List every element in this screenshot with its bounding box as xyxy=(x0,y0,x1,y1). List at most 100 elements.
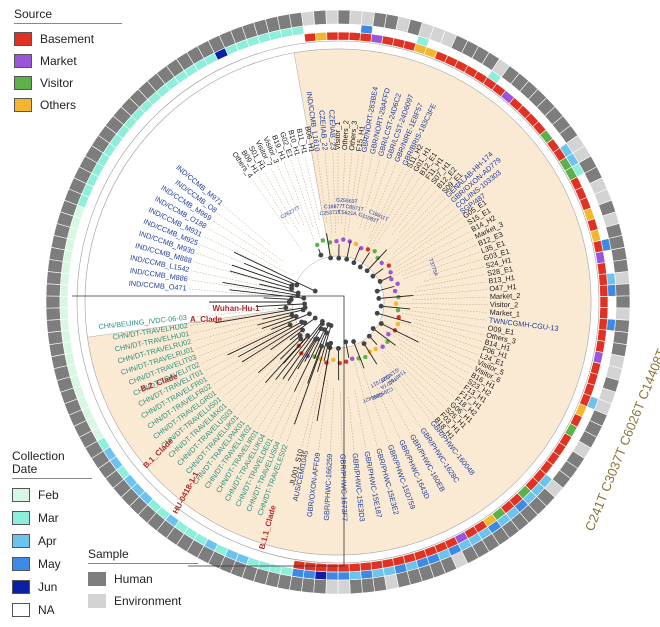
source-marker xyxy=(395,308,401,313)
swatch-na xyxy=(12,602,30,617)
legend-item-jun: Jun xyxy=(12,575,92,598)
sample-ring-cell xyxy=(45,295,61,309)
sample-ring-cell xyxy=(301,10,316,27)
source-legend-title: Source xyxy=(14,7,53,21)
tip-connector xyxy=(424,266,484,282)
tip-connector xyxy=(212,338,284,385)
source-marker xyxy=(365,247,371,252)
node-dot xyxy=(328,340,334,346)
sample-ring-cell xyxy=(45,307,61,321)
node-dot xyxy=(377,279,383,284)
date-ring-cell xyxy=(59,284,69,297)
source-ring-cell xyxy=(595,251,606,265)
legend-label: May xyxy=(38,556,61,571)
source-ring-cell xyxy=(70,251,81,265)
annotation-rings xyxy=(45,9,631,595)
date-ring-cell xyxy=(348,570,362,581)
source-ring-cell xyxy=(348,31,361,42)
tip-connector xyxy=(414,281,487,292)
date-ring-cell xyxy=(314,570,328,581)
tip-label: Market_2 xyxy=(490,291,521,301)
source-marker xyxy=(320,238,326,243)
node-dot xyxy=(307,311,312,317)
node-dot xyxy=(361,341,367,347)
date-ring-cell xyxy=(360,569,374,580)
sample-ring-cell xyxy=(615,283,631,297)
source-marker xyxy=(359,245,364,251)
tip-connector xyxy=(304,155,320,220)
node-dot xyxy=(300,327,306,333)
tip-connector xyxy=(193,321,264,342)
legend-label: Feb xyxy=(38,487,59,502)
tip-connector xyxy=(369,167,404,238)
node-dot xyxy=(312,288,318,294)
swatch-jun xyxy=(12,579,30,594)
source-ring-cell xyxy=(315,562,328,573)
source-marker xyxy=(396,314,401,320)
sample-ring-cell xyxy=(615,295,631,309)
date-ring-cell xyxy=(60,318,70,332)
node-dot xyxy=(287,322,293,328)
legend-item-may: May xyxy=(12,552,92,575)
mutation-branch-label: C8571T xyxy=(345,204,365,213)
node-dot xyxy=(378,321,384,326)
tip-connector xyxy=(204,333,277,372)
tip-connector xyxy=(217,335,293,392)
legend-item-na: NA xyxy=(12,598,92,621)
tip-label: O47_H1 xyxy=(489,282,517,293)
tip-connector xyxy=(389,193,443,249)
date-ring-cell xyxy=(607,307,617,320)
node-dot xyxy=(313,336,318,342)
source-marker xyxy=(393,301,399,306)
legend-item-basement: Basement xyxy=(14,28,122,50)
tip-connector xyxy=(363,160,389,230)
tip-connector xyxy=(212,220,278,263)
source-ring-cell xyxy=(599,284,609,297)
tip-connector xyxy=(193,261,279,286)
source-marker xyxy=(315,242,320,248)
source-ring-cell xyxy=(281,35,295,47)
tip-connector xyxy=(411,213,460,249)
tip-connector xyxy=(359,158,381,229)
sample-ring-cell xyxy=(612,259,629,274)
tip-connector xyxy=(311,154,322,210)
date-ring-cell xyxy=(326,571,339,581)
node-dot xyxy=(318,252,324,258)
legend-item-others: Others xyxy=(14,94,122,116)
tip-connector xyxy=(189,279,280,294)
tip-connector xyxy=(383,384,411,434)
source-marker xyxy=(343,359,349,364)
tip-connector xyxy=(188,288,269,297)
source-ring-cell xyxy=(68,273,78,286)
source-ring-cell xyxy=(326,563,339,573)
sample-ring-cell xyxy=(46,271,62,285)
date-ring-cell xyxy=(606,318,616,332)
legend-label: NA xyxy=(38,602,55,617)
sample-ring-cell xyxy=(325,579,339,595)
node-dot xyxy=(351,339,356,344)
sample-ring-cell xyxy=(325,9,339,25)
tip-connector xyxy=(277,164,305,226)
clade-frame xyxy=(72,295,345,567)
source-ring-cell xyxy=(598,318,608,331)
tip-connector xyxy=(347,153,360,232)
node-dot xyxy=(289,283,295,289)
mutation-branch-label: C5621A xyxy=(338,210,358,218)
tip-label: Others_3 xyxy=(347,120,359,151)
tip-connector xyxy=(395,217,463,264)
source-marker xyxy=(341,237,346,242)
source-marker xyxy=(334,239,339,244)
node-dot xyxy=(370,326,376,331)
source-marker xyxy=(386,263,392,268)
tip-connector xyxy=(324,152,333,233)
tip-connector xyxy=(359,360,390,444)
tip-connector xyxy=(413,307,488,313)
node-dot xyxy=(378,303,384,309)
source-marker xyxy=(395,281,400,286)
tip-label: B13_H1 xyxy=(488,273,515,285)
tip-label: Visitor_2 xyxy=(490,300,518,310)
node-dot xyxy=(374,288,380,294)
clade-label: A_Clade xyxy=(190,315,223,324)
tip-connector xyxy=(332,152,336,233)
tip-connector xyxy=(365,169,409,250)
